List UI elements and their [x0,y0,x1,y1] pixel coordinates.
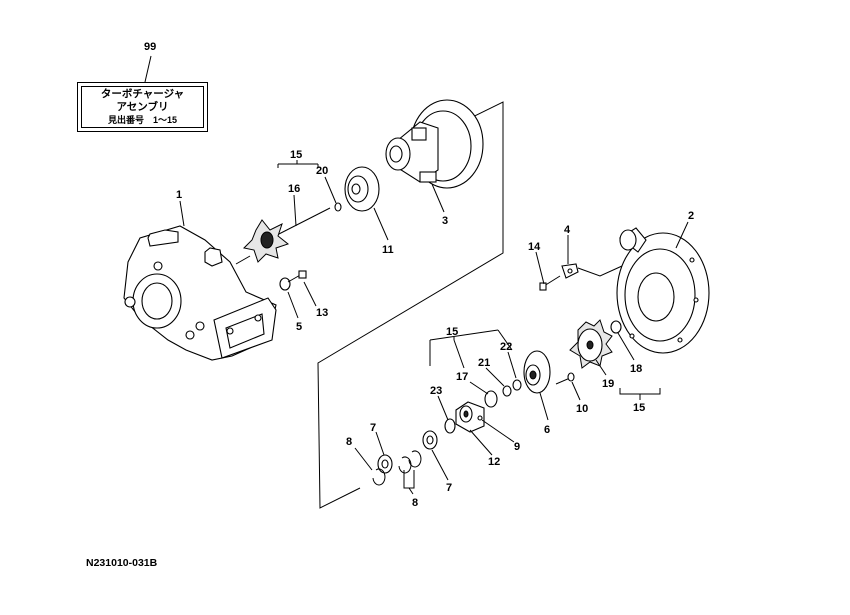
callout-15-top: 15 [290,149,302,161]
callout-12: 12 [488,456,500,468]
title-ref-number: 99 [144,41,157,53]
callout-7-upper: 7 [370,422,376,434]
callout-15-mid: 15 [446,326,458,338]
thrust-plate [523,350,551,394]
collar-23 [444,418,456,434]
bolt-13 [287,270,307,283]
callout-1: 1 [176,189,182,201]
callout-8-left: 8 [346,436,352,448]
callout-4: 4 [564,224,571,236]
assembly-title-line3: 見出番号 1〜15 [107,114,178,125]
callout-19: 19 [602,378,614,390]
callout-13: 13 [316,307,328,319]
callout-21: 21 [478,357,490,369]
turbine-shaft-wheel [235,207,331,265]
journal-bearing-7b [422,430,438,450]
assembly-title-line2: アセンブリ [116,100,169,113]
snap-ring-8b [398,456,412,474]
bolt-14 [539,275,561,291]
compressor-housing [616,227,710,354]
snap-ring-8a [372,468,386,486]
snap-ring-8c [408,450,422,468]
figure-code: N231010-031B [86,557,158,569]
callout-7-lower: 7 [446,482,452,494]
nut-18 [610,320,622,334]
assembly-title-box: ターボチャージャ アセンブリ 見出番号 1〜15 [77,82,208,132]
callout-3: 3 [442,215,448,227]
callout-23: 23 [430,385,442,397]
callout-11: 11 [382,244,394,256]
compressor-wheel [569,319,613,369]
ring-21 [502,385,512,397]
thrust-bearing [455,401,485,433]
sleeve-17 [484,390,498,408]
callout-6: 6 [544,424,550,436]
callout-15-right: 15 [633,402,645,414]
callout-5: 5 [296,321,302,333]
washer-5 [279,277,291,291]
group-frame [317,101,504,509]
screw-10 [555,372,575,385]
callout-10: 10 [576,403,588,415]
center-housing [385,99,484,189]
turbine-housing [123,225,277,361]
callout-8-lower: 8 [412,497,418,509]
assembly-title-line1: ターボチャージャ [100,87,185,100]
callout-22: 22 [500,341,512,353]
callout-20: 20 [316,165,328,177]
callout-17: 17 [456,371,468,383]
bracket-hole [567,268,573,274]
seal-ring [334,202,342,212]
callout-18: 18 [630,363,642,375]
ring-22 [512,379,522,391]
seal-plate [344,166,380,212]
callout-14: 14 [528,241,541,253]
callout-16: 16 [288,183,300,195]
callout-labels: 1 2 3 4 14 15 16 20 11 13 5 15 22 21 17 … [176,149,694,509]
callout-2: 2 [688,210,694,222]
leader-lines [144,55,689,495]
journal-bearing-7a [377,454,393,474]
callout-9: 9 [514,441,520,453]
